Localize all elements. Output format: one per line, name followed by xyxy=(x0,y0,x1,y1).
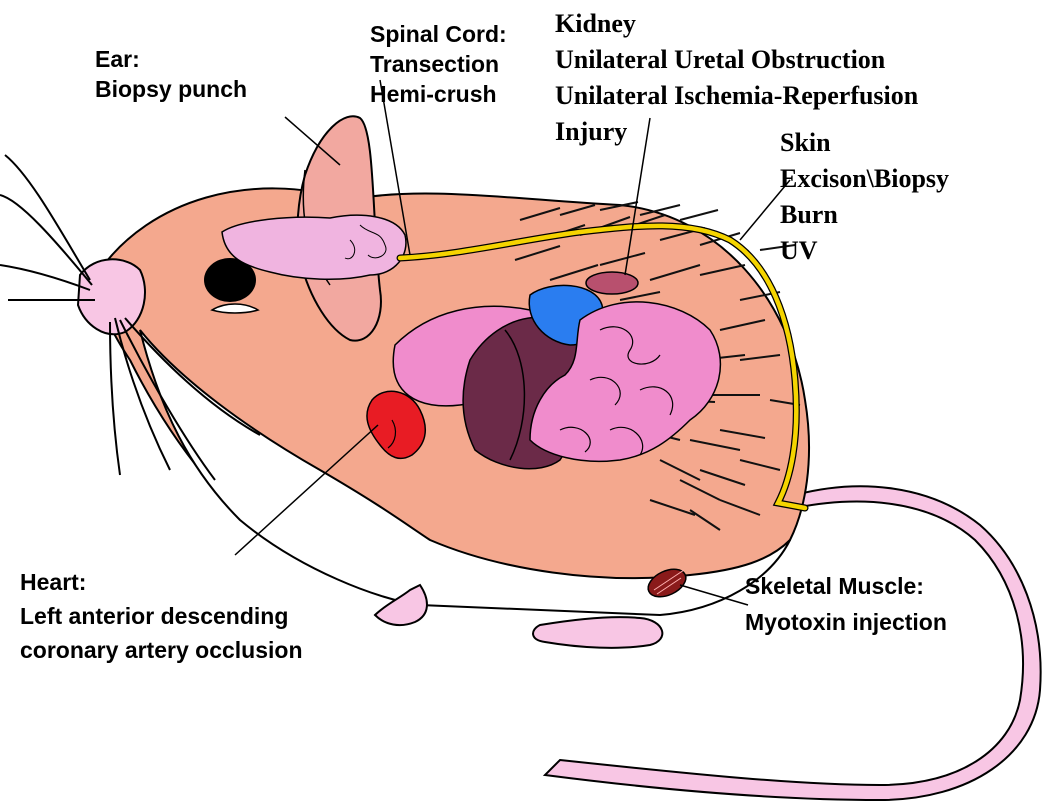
ear-title: Ear: xyxy=(95,44,247,74)
skin-procedure-2: Burn xyxy=(780,197,949,233)
spinal-cord-procedure-1: Transection xyxy=(370,49,507,79)
spinal-cord-label: Spinal Cord: Transection Hemi-crush xyxy=(370,19,507,109)
skeletal-muscle-label: Skeletal Muscle: Myotoxin injection xyxy=(745,568,947,640)
ear-procedure: Biopsy punch xyxy=(95,74,247,104)
spinal-cord-title: Spinal Cord: xyxy=(370,19,507,49)
heart-title: Heart: xyxy=(20,565,303,599)
snout xyxy=(78,259,145,334)
skeletal-muscle-procedure: Myotoxin injection xyxy=(745,604,947,640)
skin-label: Skin Excison\Biopsy Burn UV xyxy=(780,125,949,269)
spinal-cord-procedure-2: Hemi-crush xyxy=(370,79,507,109)
skeletal-muscle-title: Skeletal Muscle: xyxy=(745,568,947,604)
ear-label: Ear: Biopsy punch xyxy=(95,44,247,104)
heart-label: Heart: Left anterior descending coronary… xyxy=(20,565,303,667)
heart-procedure-2: coronary artery occlusion xyxy=(20,633,303,667)
kidney-procedure-2: Unilateral Ischemia-Reperfusion xyxy=(555,78,918,114)
hind-paw xyxy=(533,617,662,648)
skin-procedure-3: UV xyxy=(780,233,949,269)
kidney-procedure-1: Unilateral Uretal Obstruction xyxy=(555,42,918,78)
heart-procedure-1: Left anterior descending xyxy=(20,599,303,633)
skin-title: Skin xyxy=(780,125,949,161)
kidney-title: Kidney xyxy=(555,6,918,42)
kidney xyxy=(586,272,638,294)
skin-procedure-1: Excison\Biopsy xyxy=(780,161,949,197)
